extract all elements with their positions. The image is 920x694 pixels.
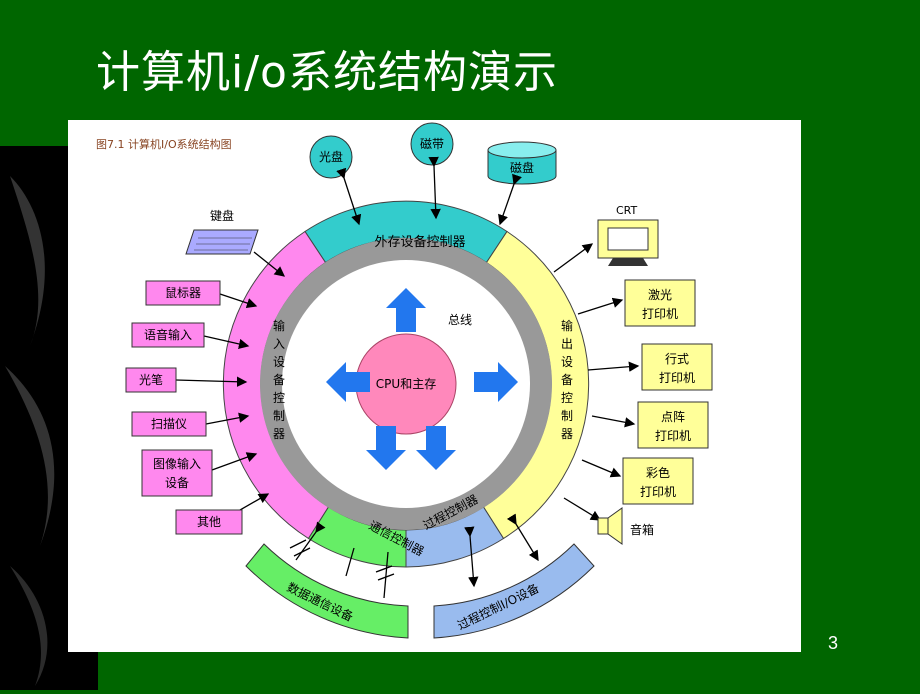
svg-text:设: 设 xyxy=(273,355,285,369)
core-label: CPU和主存 xyxy=(376,377,436,391)
svg-text:出: 出 xyxy=(561,337,573,351)
other-input-device xyxy=(175,509,243,535)
voice-input-device xyxy=(131,322,205,348)
svg-text:入: 入 xyxy=(273,337,285,351)
bus-arrow-right xyxy=(474,362,518,402)
color-printer-label-line2: 打印机 xyxy=(640,485,676,499)
storage-links xyxy=(336,156,522,226)
svg-text:输: 输 xyxy=(561,318,573,333)
data-comm-device-band xyxy=(245,543,409,639)
dot-matrix-printer-device xyxy=(637,401,709,449)
light-pen-device xyxy=(125,367,177,393)
magnetic-disk-label: 磁盘 xyxy=(510,160,534,175)
svg-text:制: 制 xyxy=(273,409,285,423)
bus-label: 总线 xyxy=(448,313,472,327)
svg-text:输: 输 xyxy=(273,318,285,333)
bus-arrow-left xyxy=(326,362,370,402)
svg-text:设: 设 xyxy=(561,355,573,369)
svg-text:制: 制 xyxy=(561,409,573,423)
dot-matrix-printer-label-line1: 点阵 xyxy=(661,410,685,424)
image-input-label-line1: 图像输入 xyxy=(153,456,201,471)
speaker-icon xyxy=(597,507,623,545)
slide-number: 3 xyxy=(828,633,839,653)
svg-text:控: 控 xyxy=(561,391,573,405)
line-printer-label-line1: 行式 xyxy=(665,352,689,366)
output-links xyxy=(553,243,640,521)
laser-printer-label-line2: 打印机 xyxy=(642,307,678,321)
input-controller-label: 输 入 设 备 控 制 器 xyxy=(273,318,285,441)
output-controller-label: 输 出 设 备 控 制 器 xyxy=(561,318,573,441)
slide-title: 计算机i/o系统结构演示 xyxy=(96,47,558,98)
scanner-label: 扫描仪 xyxy=(151,417,187,431)
image-input-label-line2: 设备 xyxy=(165,476,189,490)
tape-label: 磁带 xyxy=(420,136,444,151)
light-pen-label: 光笔 xyxy=(139,372,163,387)
figure-caption: 图7.1 计算机I/O系统结构图 xyxy=(96,137,232,151)
optical-disc-device xyxy=(309,135,353,179)
keyboard-label: 键盘 xyxy=(210,208,234,223)
color-printer-label-line1: 彩色 xyxy=(646,466,670,480)
io-structure-figure: 图7.1 计算机I/O系统结构图 CPU和主存 总线 外存设备控制器 输 入 设… xyxy=(68,120,801,652)
image-input-device xyxy=(141,449,213,497)
bus-arrow-top xyxy=(386,288,426,332)
external-controller-label: 外存设备控制器 xyxy=(374,234,465,250)
optical-disc-label: 光盘 xyxy=(319,149,343,164)
bus-arrow-bottom-right xyxy=(416,426,456,470)
mouse-device xyxy=(145,280,221,306)
crt-label: CRT xyxy=(616,204,638,217)
bus-arrow-bottom-left xyxy=(366,426,406,470)
other-input-label: 其他 xyxy=(197,515,221,529)
crt-monitor-icon xyxy=(597,219,659,266)
mouse-label: 鼠标器 xyxy=(165,286,201,300)
svg-text:备: 备 xyxy=(561,373,573,387)
scanner-device xyxy=(131,411,207,437)
svg-text:器: 器 xyxy=(561,427,573,441)
keyboard-icon xyxy=(185,229,259,255)
speaker-label: 音箱 xyxy=(630,522,654,537)
line-printer-label-line2: 打印机 xyxy=(659,371,695,385)
laser-printer-device xyxy=(624,279,696,327)
process-io-device-band xyxy=(433,543,595,639)
bottom-links xyxy=(289,513,539,599)
bus-arrows xyxy=(326,288,518,470)
svg-text:备: 备 xyxy=(273,373,285,387)
dot-matrix-printer-label-line2: 打印机 xyxy=(655,429,691,443)
svg-text:器: 器 xyxy=(273,427,285,441)
voice-input-label: 语音输入 xyxy=(144,327,192,342)
svg-text:控: 控 xyxy=(273,391,285,405)
io-structure-diagram: 图7.1 计算机I/O系统结构图 CPU和主存 总线 外存设备控制器 输 入 设… xyxy=(96,122,713,639)
color-printer-device xyxy=(622,457,694,505)
laser-printer-label-line1: 激光 xyxy=(648,288,672,302)
line-printer-device xyxy=(641,343,713,391)
decorative-feather-image xyxy=(5,176,55,686)
